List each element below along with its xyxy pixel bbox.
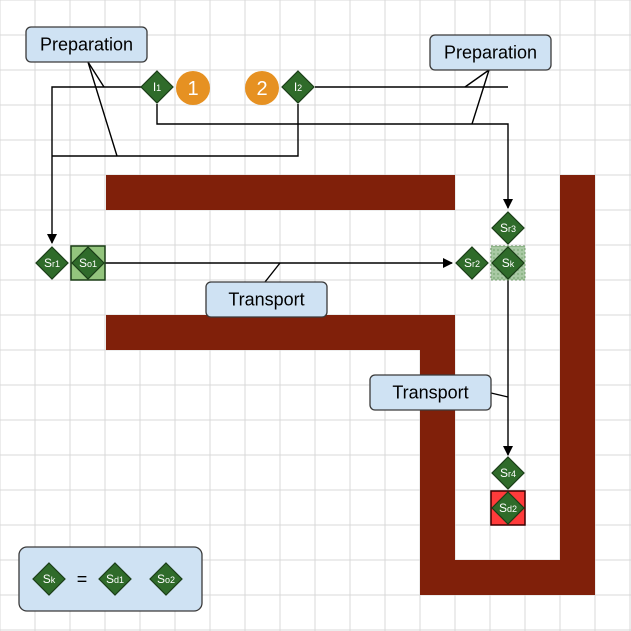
node-i1-diamond <box>140 70 174 104</box>
circle-one: 1 <box>176 71 210 105</box>
legend-so2-diamond <box>149 562 183 596</box>
node-sr1-diamond <box>35 246 69 280</box>
node-sr2: Sr2 <box>455 246 489 280</box>
circle-one-shape <box>176 71 210 105</box>
node-i2: I2 <box>281 70 315 104</box>
node-sr4-diamond <box>491 456 525 490</box>
legend-sd1-label: Sd1 <box>106 572 124 586</box>
callout-transport-mid-box <box>205 281 328 318</box>
node-sr1: Sr1 <box>35 246 69 280</box>
node-sr2-diamond <box>455 246 489 280</box>
node-sd2: Sd2 <box>491 491 525 525</box>
line-i1-to-sr1 <box>47 86 142 244</box>
transport-right-pointer <box>490 392 509 398</box>
node-sr4: Sr4 <box>491 456 525 490</box>
walls <box>106 175 595 595</box>
legend-sk-label: Sk <box>43 572 56 586</box>
legend-sk: Sk <box>32 562 66 596</box>
node-i1-label: I1 <box>153 80 161 94</box>
line-i2-to-left <box>52 104 299 157</box>
callout-prep-left-label: Preparation <box>40 35 133 55</box>
node-i2-diamond <box>281 70 315 104</box>
callout-transport-right: Transport <box>369 374 492 411</box>
line-i1-to-sr3 <box>156 104 513 209</box>
legend-sd1-diamond <box>98 562 132 596</box>
callout-transport-mid-label: Transport <box>228 290 304 310</box>
transport-mid-pointer <box>264 262 281 283</box>
legend-so2: So2 <box>149 562 183 596</box>
circle-two-label: 2 <box>256 78 267 100</box>
callout-prep-right-label: Preparation <box>444 43 537 63</box>
legend: Sk = Sd1 So2 <box>18 546 203 612</box>
node-sd2-diamond <box>491 491 525 525</box>
node-sr4-label: Sr4 <box>500 466 516 480</box>
node-sk: Sk <box>491 246 525 280</box>
callout-transport-mid: Transport <box>205 281 328 318</box>
circle-two-shape <box>245 71 279 105</box>
circle-one-label: 1 <box>187 78 198 100</box>
circle-two: 2 <box>245 71 279 105</box>
callout-transport-right-box <box>369 374 492 411</box>
prep-right-pointer <box>464 69 490 125</box>
legend-so2-label: So2 <box>157 572 175 586</box>
node-so1-label: So1 <box>79 256 97 270</box>
node-sr2-label: Sr2 <box>464 256 480 270</box>
node-sr3-label: Sr3 <box>500 221 516 235</box>
node-i1: I1 <box>140 70 174 104</box>
callout-transport-right-label: Transport <box>392 383 468 403</box>
node-sr3: Sr3 <box>491 211 525 245</box>
callout-prep-right: Preparation <box>429 34 552 71</box>
node-sk-label: Sk <box>502 256 515 270</box>
legend-sd1: Sd1 <box>98 562 132 596</box>
node-so1-diamond <box>71 246 105 280</box>
node-i2-label: I2 <box>294 80 302 94</box>
node-so1: So1 <box>71 246 105 280</box>
legend-equals: = <box>77 569 88 589</box>
callout-prep-left: Preparation <box>25 26 148 63</box>
callout-prep-right-box <box>429 34 552 71</box>
legend-sk-diamond <box>32 562 66 596</box>
node-sr3-diamond <box>491 211 525 245</box>
callout-prep-left-box <box>25 26 148 63</box>
node-sk-diamond <box>491 246 525 280</box>
node-sd2-label: Sd2 <box>499 501 517 515</box>
node-sr1-label: Sr1 <box>44 256 60 270</box>
connector-lines <box>47 61 513 456</box>
wall-top <box>106 175 455 210</box>
prep-left-pointer <box>87 61 118 157</box>
